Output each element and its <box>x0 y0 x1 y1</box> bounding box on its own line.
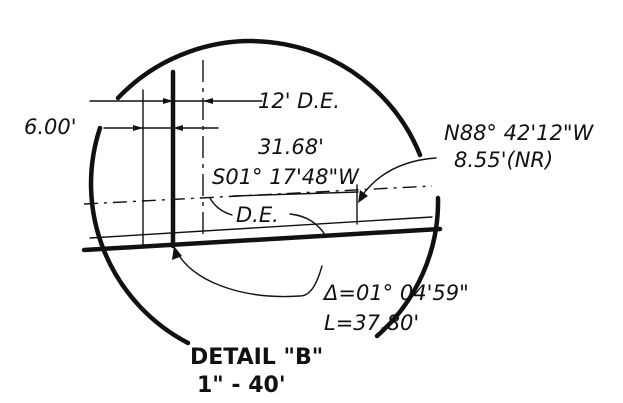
detail-circle-arc-right <box>374 195 441 339</box>
leader-de-left <box>209 197 233 216</box>
leader-bearing-nr <box>360 157 437 198</box>
property-line-horizontal <box>81 226 443 253</box>
leader-curve-data <box>175 249 323 298</box>
leader-bearing-nr-arrow <box>358 190 368 203</box>
detail-scale: 1" - 40' <box>197 373 286 398</box>
label-distance-nr: 8.55'(NR) <box>454 148 553 172</box>
dimension-arrow-12de-left <box>163 98 173 104</box>
label-arc-length: L=37.80' <box>324 311 419 335</box>
label-easement-width: 12' D.E. <box>258 89 340 113</box>
leader-de-right <box>289 213 327 237</box>
dimension-arrow-6ft-right <box>173 125 183 131</box>
dimension-arrow-6ft-left <box>133 125 143 131</box>
label-offset: 6.00' <box>24 115 77 139</box>
label-bearing-line: S01° 17'48"W <box>212 165 360 189</box>
detail-circle-arc-top-right <box>115 38 423 158</box>
detail-circle-arc-left <box>88 125 191 346</box>
label-easement: D.E. <box>236 203 279 227</box>
dimension-arrow-12de-right <box>203 98 213 104</box>
leader-curve-data-arrow <box>172 246 182 260</box>
easement-line-horizontal-lower <box>89 216 433 239</box>
easement-line-short <box>232 191 359 197</box>
label-delta: Δ=01° 04'59" <box>322 281 469 305</box>
detail-title: DETAIL "B" <box>190 345 323 370</box>
label-bearing-nr: N88° 42'12"W <box>444 121 594 145</box>
label-distance: 31.68' <box>258 135 324 159</box>
